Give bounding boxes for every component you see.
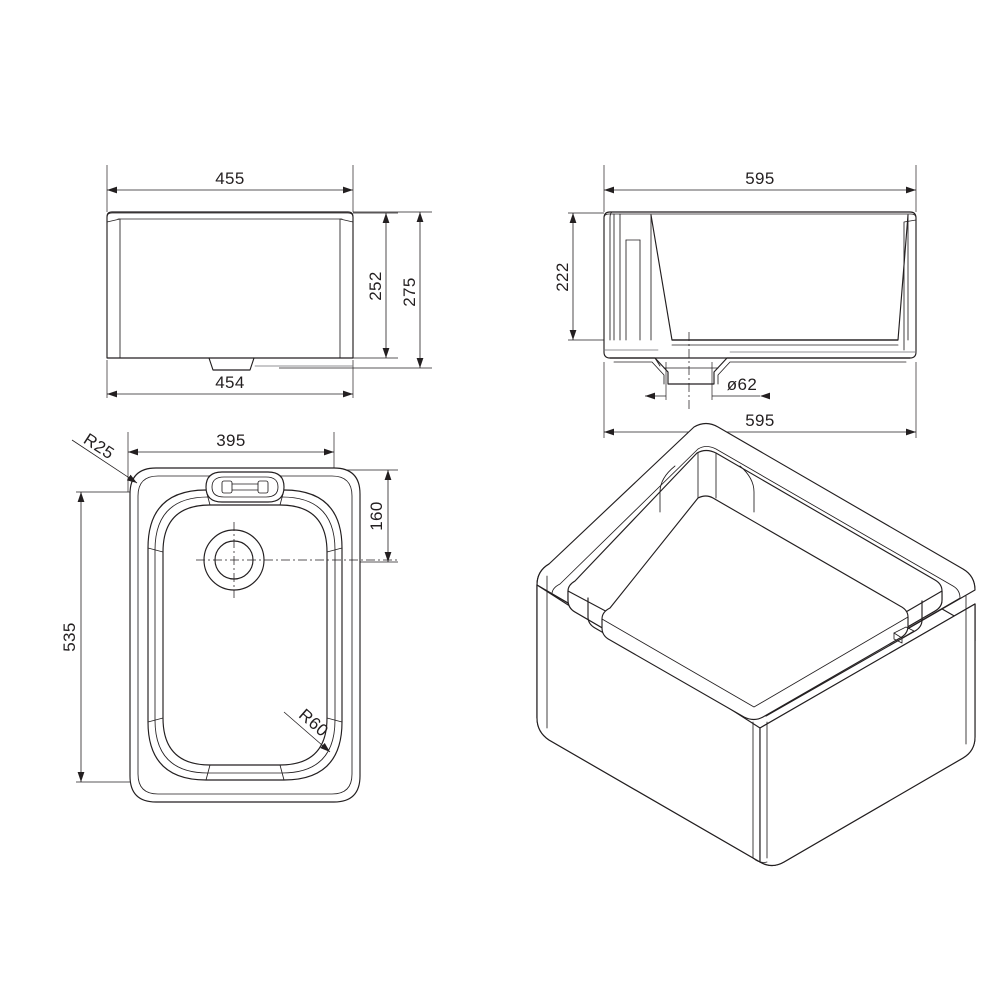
front-elevation-view: 455 454 252 275: [106, 165, 432, 398]
iso-corner-ribs: [659, 452, 755, 513]
side-section-view: 595 595 222 ø62: [553, 165, 917, 438]
isometric-view: [536, 422, 976, 867]
dimension-535-label: 535: [60, 622, 79, 652]
dimension-252: 252: [366, 213, 390, 358]
iso-inner-wall-right: [765, 600, 923, 717]
side-section-body: [603, 211, 917, 385]
front-elevation-body: [106, 211, 354, 371]
waste-centrelines: [196, 522, 398, 598]
dimension-595-top-label: 595: [745, 169, 775, 188]
iso-inner-wall-left: [587, 597, 745, 715]
dimension-455-label: 455: [215, 169, 245, 188]
dimension-454: 454: [107, 373, 353, 398]
dimension-595-bottom: 595: [604, 411, 916, 436]
plan-rim-inner: [137, 475, 353, 795]
dimension-275-label: 275: [400, 277, 419, 307]
dimension-455: 455: [107, 169, 353, 194]
iso-floor-edge: [601, 616, 909, 708]
iso-overflow-notch: [893, 626, 915, 644]
dimension-160-label: 160: [367, 501, 386, 531]
dimension-535: 535: [60, 492, 85, 782]
dimension-diameter-62-label: ø62: [727, 375, 758, 394]
dimension-595-bottom-label: 595: [745, 411, 775, 430]
dimension-160: 160: [367, 470, 392, 562]
dimension-222: 222: [553, 213, 577, 340]
dimension-395-label: 395: [216, 431, 246, 450]
dimension-222-label: 222: [553, 262, 572, 292]
iso-face-right: [759, 603, 976, 867]
plan-outer-outline: [129, 467, 361, 803]
iso-rim-inner-edge: [551, 446, 961, 715]
iso-body-corner-lines: [536, 563, 976, 863]
dimension-454-label: 454: [215, 373, 245, 392]
iso-face-left: [536, 584, 761, 863]
plan-view: 395 535 160 R25 R60: [60, 430, 398, 803]
dimension-395: 395: [128, 431, 334, 456]
dimension-595-top: 595: [604, 169, 916, 194]
dimension-275: 275: [400, 212, 424, 368]
dimension-diameter-62: ø62: [645, 375, 770, 400]
dimension-252-label: 252: [366, 271, 385, 301]
overflow-slot: [205, 471, 285, 503]
